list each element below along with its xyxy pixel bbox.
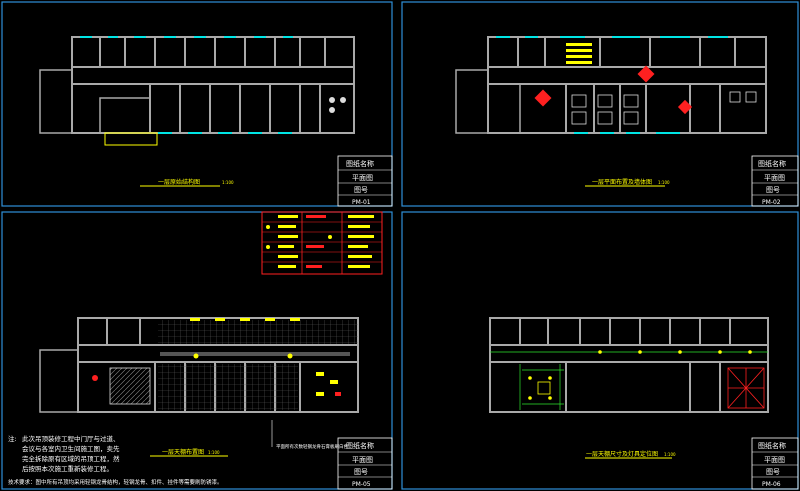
sheet-3-light-fixtures <box>190 318 338 396</box>
sheet-2-red-symbols <box>534 65 693 115</box>
tech-requirement: 技术要求：图中所有吊顶均采用轻钢龙骨结构，轻钢龙骨、扣件、挂件等需要刷防锈漆。 <box>8 478 223 486</box>
sheet-1-number-label: 图号 <box>354 186 368 194</box>
sheet-2-furniture <box>571 91 757 125</box>
sheet-3-caption: 一层天棚布置图 <box>162 448 204 456</box>
notes-line-4: 后按照本次施工重新装修工程。 <box>22 464 113 473</box>
sheet-1-frame <box>1 1 393 207</box>
sheet-4-light-fixtures <box>528 350 752 400</box>
sheet-2-name: 平面图 <box>764 174 785 182</box>
sheet-1-title-block: 图纸名称 平面图 图号 PM-01 <box>337 155 393 207</box>
sheet-4-caption: 一层天棚尺寸及灯具定位图 <box>586 450 658 458</box>
notes-line-3: 完全拆除原有区域的吊顶工程，然 <box>22 454 120 463</box>
sheet-2-frame <box>401 1 799 207</box>
sheet-2-floor-plan <box>455 36 767 134</box>
sheet-2-caption: 一层平面布置及墙体图 <box>592 178 652 186</box>
sheet-2-number-label: 图号 <box>766 186 780 194</box>
sheet-4-dimension-lines <box>490 351 768 410</box>
sheet-1-name: 平面图 <box>352 174 373 182</box>
sheet-2-scale: 1:100 <box>658 180 670 185</box>
sheet-4-red-lattice <box>727 367 765 409</box>
sheet-3-frame <box>1 211 393 490</box>
sheet-4-lobby-feature <box>537 381 551 395</box>
sheet-4-scale: 1:100 <box>664 452 676 457</box>
sheet-3-ceiling-hatch-lobby <box>109 367 151 405</box>
sheet-2-number: PM-02 <box>762 199 781 206</box>
sheet-3-title-label: 图纸名称 <box>346 441 374 450</box>
sheet-4-name: 平面图 <box>764 456 785 464</box>
sheet-1-number: PM-01 <box>352 199 371 206</box>
sheet-1-caption: 一层原始结构图 <box>158 178 200 186</box>
sheet-4-frame <box>401 211 799 490</box>
sheet-3-number-label: 图号 <box>354 468 368 476</box>
sheet-1-windows <box>80 36 293 134</box>
sheet-4-floor-plan <box>489 317 769 413</box>
sheet-3-red-marks <box>92 375 341 396</box>
notes-line-1: 此次吊顶装修工程中门厅与过道、 <box>22 434 120 443</box>
sheet-1-toilet-fixtures <box>329 97 346 113</box>
sheet-1-scale: 1:100 <box>222 180 234 185</box>
sheet-4-number-label: 图号 <box>766 468 780 476</box>
sheet-3-number: PM-05 <box>352 481 371 488</box>
sheet-3-callout: 平面所有次数轻钢龙骨石膏板刷白色 <box>276 443 348 450</box>
sheet-2-title-label: 图纸名称 <box>758 159 786 168</box>
sheet-2-title-block: 图纸名称 平面图 图号 PM-02 <box>751 155 799 207</box>
sheet-3-name: 平面图 <box>352 456 373 464</box>
sheet-3-title-block: 图纸名称 平面图 图号 PM-05 <box>337 437 393 490</box>
sheet-1-floor-plan <box>39 36 355 146</box>
sheet-4-title-block: 图纸名称 平面图 图号 PM-06 <box>751 437 799 490</box>
sheet-3-legend-table <box>261 211 383 275</box>
sheet-3-light-strip <box>160 352 350 356</box>
sheet-3-ceiling-grid-corridor <box>158 364 298 410</box>
sheet-2-windows <box>496 36 728 134</box>
sheet-2-desks <box>566 43 592 64</box>
sheet-1-title-label: 图纸名称 <box>346 159 374 168</box>
notes-line-2: 会议与各室内卫生间施工图，卖先 <box>22 444 120 453</box>
sheet-3-scale: 1:100 <box>208 450 220 455</box>
sheet-4-number: PM-06 <box>762 481 781 488</box>
sheet-3-notes: 注: 此次吊顶装修工程中门厅与过道、 会议与各室内卫生间施工图，卖先 完全拆除原… <box>8 434 223 486</box>
notes-heading: 注: <box>8 434 17 443</box>
sheet-4-title-label: 图纸名称 <box>758 441 786 450</box>
sheet-3-ceiling-grid-rooms <box>158 320 358 344</box>
